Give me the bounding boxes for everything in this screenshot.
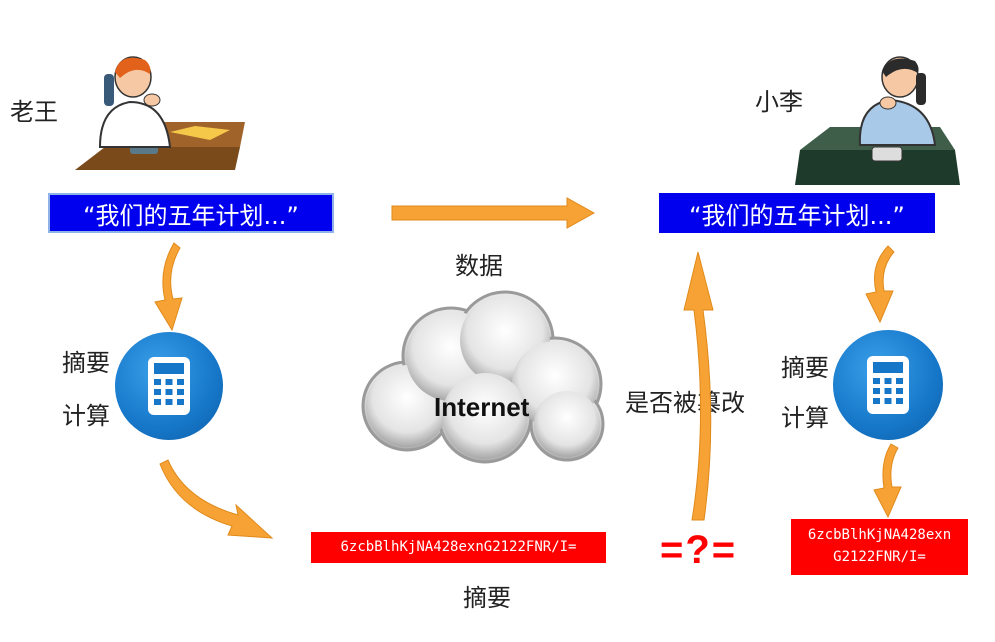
receiver-step-line2: 计算: [781, 404, 829, 432]
receiver-digest-line2: G2122FNR/I=: [833, 549, 926, 565]
compare-symbol: =?=: [660, 528, 738, 572]
sender-calc-to-digest-arrow: [159, 459, 274, 539]
tamper-question-label: 是否被篡改: [625, 389, 745, 417]
receiver-calculator: [833, 330, 943, 440]
receiver-digest-line1: 6zcbBlhKjNA428exn: [807, 527, 952, 543]
receiver-step-line1: 摘要: [781, 354, 829, 382]
person-on-phone-icon: [795, 56, 960, 185]
sender-step-line2: 计算: [62, 402, 110, 430]
calculator-icon: [148, 357, 190, 415]
sender-digest-label: 摘要: [463, 584, 511, 612]
sender-digest-box: 6zcbBlhKjNA428exnG2122FNR/I=: [311, 532, 606, 563]
receiver-digest-box: 6zcbBlhKjNA428exn G2122FNR/I=: [791, 519, 968, 575]
sender-name: 老王: [10, 98, 58, 126]
calculator-icon: [867, 356, 909, 414]
receiver-calc-to-digest-arrow: [873, 443, 902, 519]
data-transfer-arrow: [391, 197, 596, 229]
tamper-check-arrow: [683, 251, 714, 521]
receiver-name: 小李: [755, 88, 803, 116]
sender-to-calc-arrow: [154, 242, 183, 332]
cloud-label: Internet: [434, 392, 530, 422]
cloud-icon: [361, 290, 605, 464]
receiver-to-calc-arrow: [865, 245, 895, 324]
data-label: 数据: [455, 252, 503, 280]
person-on-phone-icon: [75, 56, 245, 170]
sender-message-box: “我们的五年计划...”: [48, 193, 334, 233]
sender-step-line1: 摘要: [62, 349, 110, 377]
sender-calculator: [115, 332, 223, 440]
receiver-message-box: “我们的五年计划...”: [659, 193, 935, 233]
